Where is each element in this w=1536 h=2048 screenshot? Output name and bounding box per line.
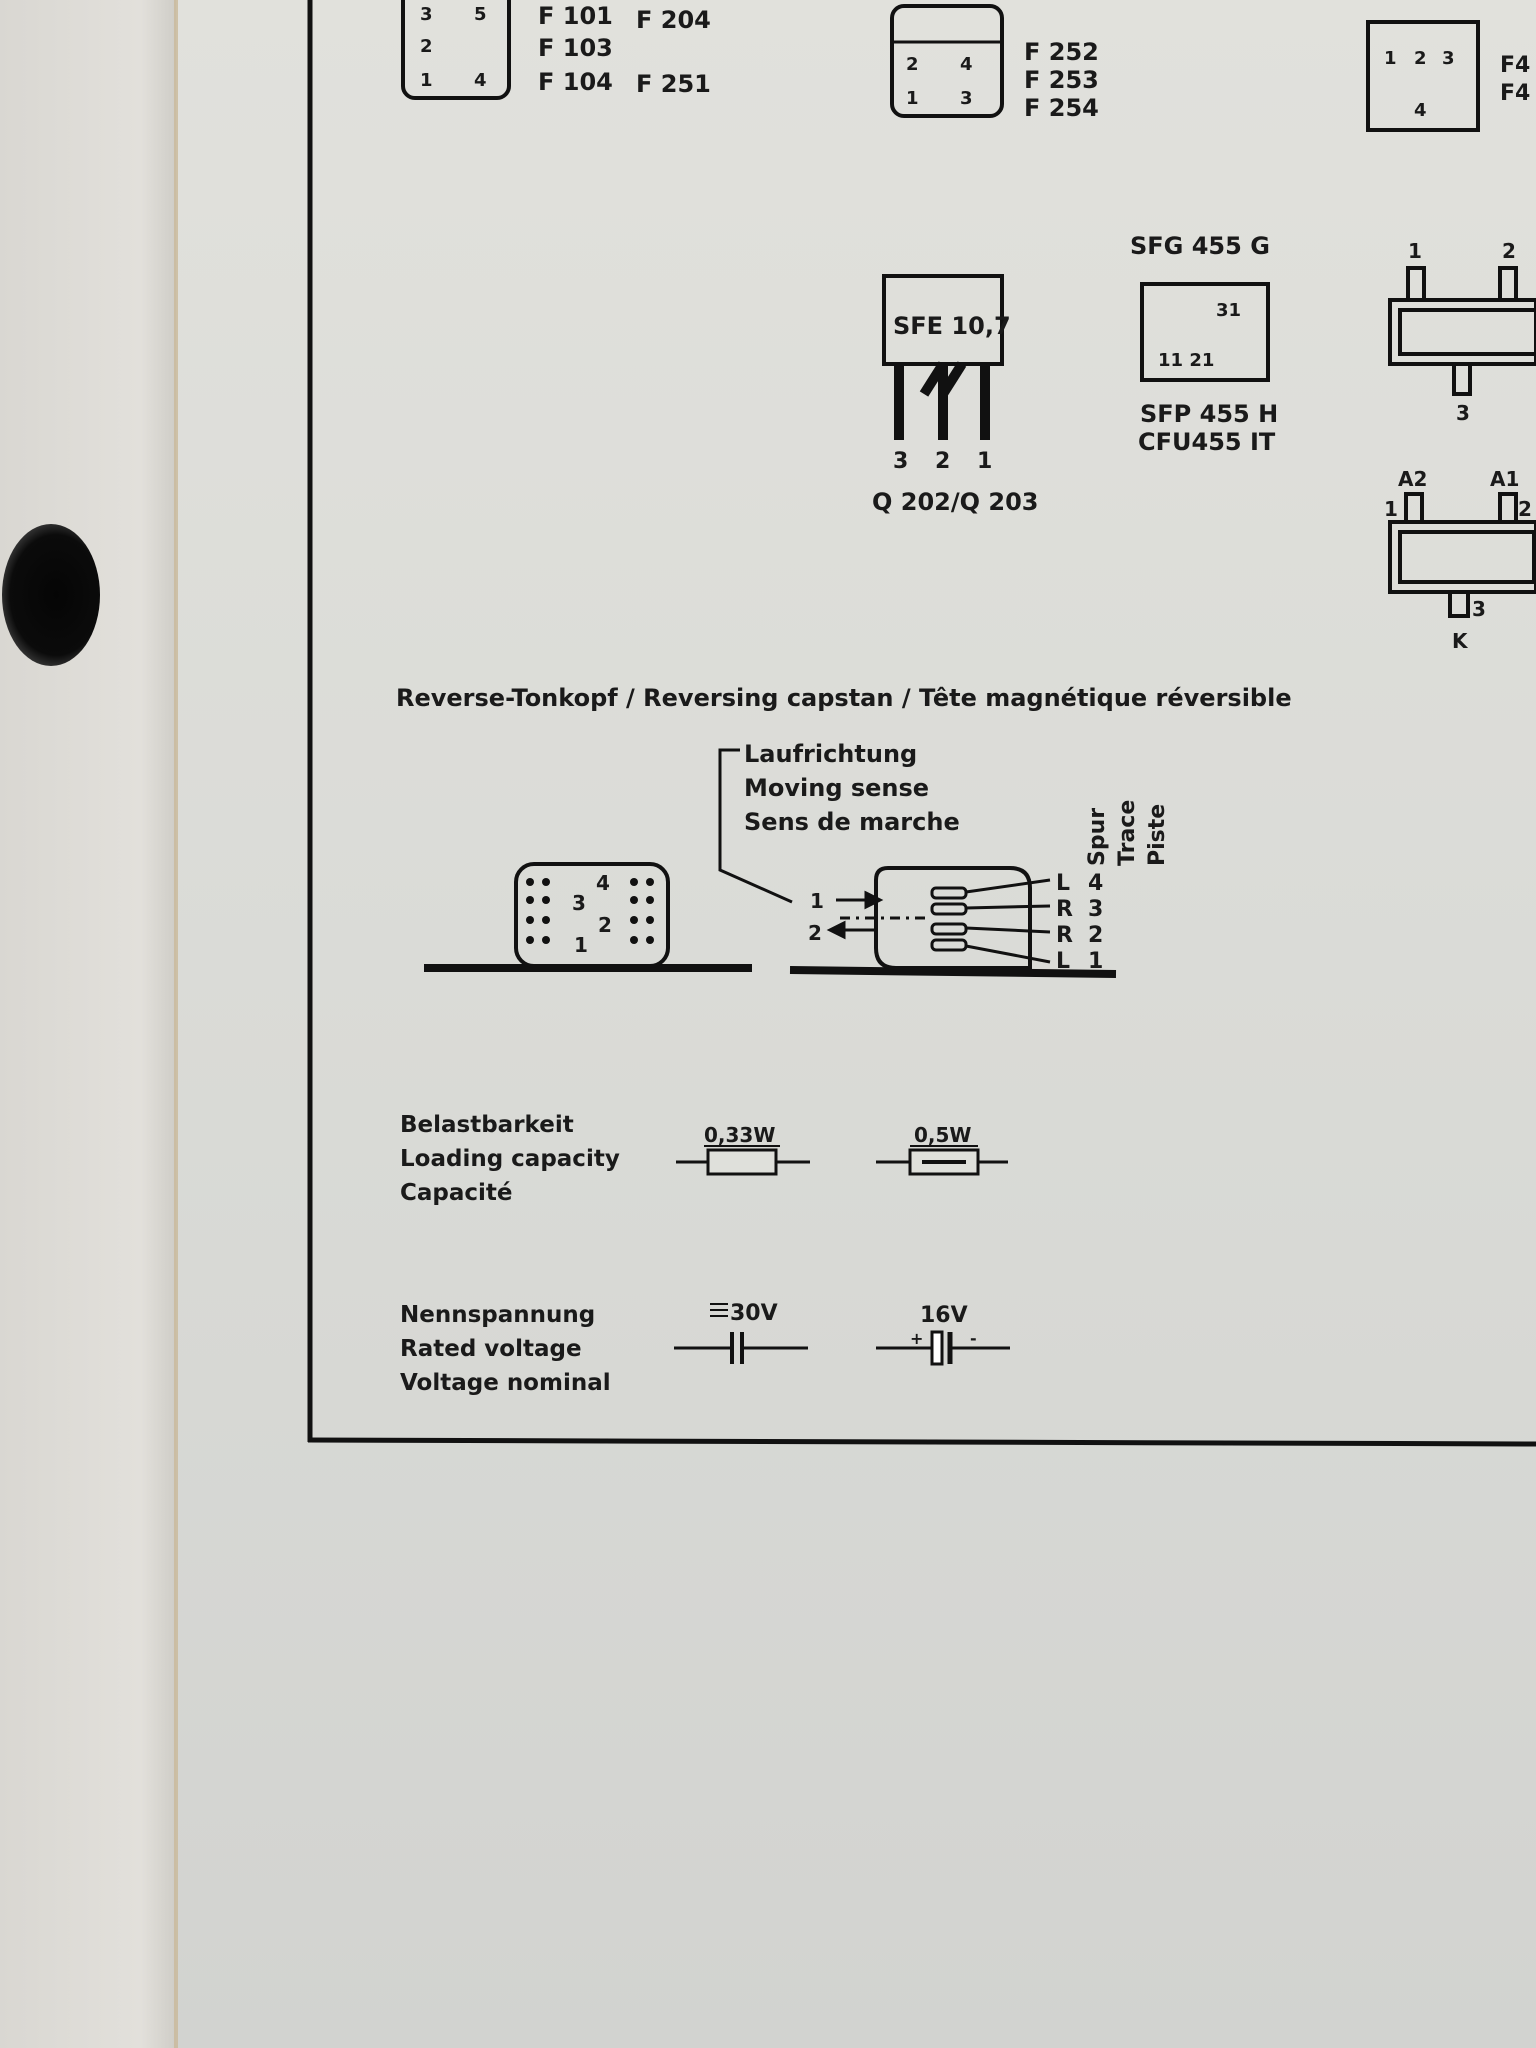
svg-text:1: 1: [810, 889, 824, 913]
svg-text:2: 2: [906, 54, 919, 75]
svg-text:A2: A2: [1398, 467, 1427, 491]
direction-label: Sens de marche: [744, 808, 960, 836]
svg-text:R: R: [1056, 923, 1073, 948]
svg-text:L: L: [1056, 871, 1070, 896]
svg-text:2: 2: [1088, 923, 1103, 948]
svg-text:11 21: 11 21: [1158, 350, 1214, 371]
direction-label: Laufrichtung: [744, 740, 917, 768]
filter-label: F 253: [1024, 66, 1099, 94]
punch-hole: [2, 524, 100, 666]
svg-text:2: 2: [1518, 497, 1532, 521]
head-top-view: 1 2 L R R L 4 3 2 1: [789, 866, 1117, 978]
filter-label: F 254: [1024, 94, 1099, 122]
svg-text:3: 3: [1088, 897, 1103, 922]
svg-text:3: 3: [1442, 48, 1455, 69]
svg-text:2: 2: [598, 913, 612, 937]
voltage-labels: Nennspannung Rated voltage Voltage nomin…: [400, 1302, 611, 1396]
svg-text:Capacité: Capacité: [400, 1180, 513, 1206]
svg-text:A1: A1: [1490, 467, 1519, 491]
filter-label: F 204: [636, 6, 711, 34]
svg-text:1: 1: [977, 449, 992, 474]
svg-text:0,5W: 0,5W: [914, 1123, 972, 1147]
direction-leader-line: [718, 748, 793, 904]
svg-text:F4: F4: [1500, 81, 1530, 106]
svg-text:31: 31: [1216, 300, 1241, 321]
svg-text:3: 3: [893, 449, 908, 474]
svg-text:4: 4: [1414, 100, 1427, 121]
filter-label: F 251: [636, 70, 711, 98]
head-front-view: 4 3 2 1: [424, 862, 752, 972]
svg-text:R: R: [1056, 897, 1073, 922]
capacitor-16v: 16V + -: [876, 1303, 1010, 1366]
resistor-033w: 0,33W: [676, 1123, 810, 1176]
svg-text:K: K: [1452, 629, 1469, 653]
svg-text:1: 1: [1088, 949, 1103, 974]
svg-text:3: 3: [960, 88, 973, 109]
resistor-05w: 0,5W: [876, 1123, 1008, 1176]
svg-text:1: 1: [420, 70, 433, 91]
direction-label: Moving sense: [744, 774, 929, 802]
svg-text:4: 4: [474, 70, 487, 91]
page-frame: [307, 0, 1536, 1447]
svg-text:2: 2: [1502, 239, 1516, 263]
svg-text:F4: F4: [1500, 53, 1530, 78]
svg-text:2: 2: [1414, 48, 1427, 69]
component-right-2: [1388, 492, 1536, 618]
sfe-label: SFE 10,7: [893, 312, 1011, 340]
sfg-component: SFG 455 G 31 11 21 SFP 455 H CFU455 IT: [1130, 232, 1278, 456]
svg-text:+: +: [910, 1329, 923, 1348]
svg-text:3: 3: [1456, 401, 1470, 425]
svg-text:2: 2: [808, 921, 822, 945]
svg-text:Rated voltage: Rated voltage: [400, 1336, 582, 1362]
svg-text:Spur: Spur: [1085, 808, 1110, 866]
capacitor-30v: 30V: [674, 1301, 808, 1364]
filter-block-top-right: 1 2 3 4 F4 F4: [1366, 20, 1530, 132]
svg-text:4: 4: [1088, 871, 1103, 896]
track-header: Spur Trace Piste: [1085, 800, 1170, 866]
svg-text:4: 4: [596, 871, 610, 895]
filter-label: F 252: [1024, 38, 1099, 66]
svg-text:2: 2: [420, 36, 433, 57]
filter-label: F 104: [538, 68, 613, 96]
svg-text:30V: 30V: [730, 1301, 778, 1326]
svg-text:L: L: [1056, 949, 1070, 974]
svg-text:0,33W: 0,33W: [704, 1123, 775, 1147]
sfg-bottom-label: CFU455 IT: [1138, 428, 1276, 456]
loading-labels: Belastbarkeit Loading capacity Capacité: [400, 1112, 620, 1206]
component-right-1: [1388, 266, 1536, 396]
svg-text:1: 1: [574, 933, 588, 957]
svg-text:Piste: Piste: [1145, 804, 1170, 866]
svg-text:3: 3: [420, 4, 433, 25]
sfe-component: SFE 10,7 3 2 1 Q 202/Q 203: [872, 274, 1038, 516]
svg-text:16V: 16V: [920, 1303, 968, 1328]
svg-text:1: 1: [1384, 497, 1398, 521]
reverse-head-title: Reverse-Tonkopf / Reversing capstan / Tê…: [396, 684, 1292, 712]
svg-text:2: 2: [935, 449, 950, 474]
svg-text:Belastbarkeit: Belastbarkeit: [400, 1112, 574, 1138]
filter-label: F 101: [538, 2, 613, 30]
sfg-top-label: SFG 455 G: [1130, 232, 1270, 260]
sfe-designators: Q 202/Q 203: [872, 488, 1038, 516]
svg-text:1: 1: [1384, 48, 1397, 69]
svg-text:Nennspannung: Nennspannung: [400, 1302, 595, 1328]
left-page-edge: [0, 0, 176, 2048]
svg-text:5: 5: [474, 4, 487, 25]
svg-text:1: 1: [906, 88, 919, 109]
svg-text:Loading capacity: Loading capacity: [400, 1146, 620, 1172]
filter-label: F 103: [538, 34, 613, 62]
svg-text:3: 3: [1472, 597, 1486, 621]
svg-text:1: 1: [1408, 239, 1422, 263]
svg-text:Trace: Trace: [1115, 800, 1140, 866]
svg-text:Voltage nominal: Voltage nominal: [400, 1370, 611, 1396]
svg-text:4: 4: [960, 54, 973, 75]
sfg-bottom-label: SFP 455 H: [1140, 400, 1278, 428]
page-binding-edge: [174, 0, 178, 2048]
svg-text:-: -: [970, 1329, 977, 1348]
filter-block-top-mid: 2 4 1 3 F 252 F 253 F 254: [890, 4, 1099, 122]
svg-text:3: 3: [572, 891, 586, 915]
filter-block-top-left: 3 5 2 1 4 F 101 F 103 F 104 F 204 F 251: [401, 0, 711, 100]
